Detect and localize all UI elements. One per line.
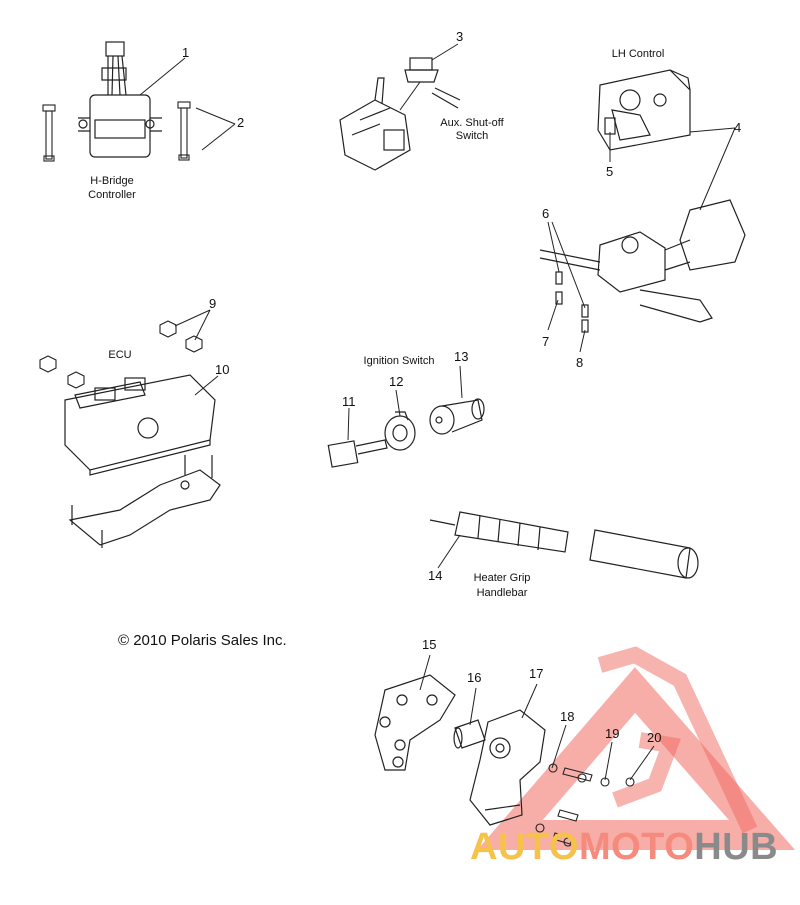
lh-control-housing (597, 69, 691, 151)
callout-20: 20 (647, 730, 662, 745)
shaft-16 (453, 719, 486, 749)
callout-19: 19 (605, 726, 620, 741)
watermark-logo-part3: HUB (694, 826, 779, 868)
ignition-bezel (384, 411, 416, 451)
leaders-11-12-13 (347, 365, 463, 441)
caption-aux-line2: Switch (455, 130, 489, 142)
leader-1 (139, 57, 186, 96)
fasteners-18-19-20 (535, 763, 635, 847)
mounting-plate-15 (374, 674, 456, 771)
callout-17: 17 (529, 666, 544, 681)
housing-17 (469, 709, 546, 826)
callout-15: 15 (422, 637, 437, 652)
watermark-logo-part1: AUTO (470, 826, 579, 868)
watermark-logo-part2: MOTO (578, 826, 695, 868)
heater-grip-element (429, 511, 569, 553)
callout-10: 10 (215, 362, 230, 377)
watermark-inner (597, 646, 758, 834)
nuts-9 (39, 320, 203, 389)
caption-ignition-switch: Ignition Switch (363, 355, 435, 367)
copyright-notice: © 2010 Polaris Sales Inc. (118, 632, 287, 649)
handlebar-control-assembly (539, 199, 746, 333)
callout-6: 6 (542, 206, 550, 221)
callout-14: 14 (428, 568, 443, 583)
caption-heater-line1: Heater Grip (473, 572, 531, 584)
leader-14 (437, 534, 461, 569)
leaders-6-7-8 (547, 221, 586, 353)
screw-left (42, 104, 56, 162)
hbridge-controller (78, 41, 162, 158)
leader-3 (399, 43, 459, 111)
callout-18: 18 (560, 709, 575, 724)
ignition-cylinder (429, 398, 485, 435)
watermark-triangles (477, 667, 796, 850)
caption-ecu: ECU (108, 349, 132, 361)
caption-hbridge-line1: H-Bridge (90, 175, 134, 187)
callout-3: 3 (456, 29, 464, 44)
callout-4: 4 (734, 120, 742, 135)
caption-lh-control: LH Control (611, 48, 665, 60)
caption-aux-line1: Aux. Shut-off (440, 117, 504, 129)
watermark-logo: AUTOMOTOHUB (470, 826, 778, 869)
callout-11: 11 (342, 394, 356, 409)
callout-16: 16 (467, 670, 482, 685)
callout-1: 1 (182, 45, 190, 60)
callout-12: 12 (389, 374, 404, 389)
callout-9: 9 (209, 296, 217, 311)
callout-5: 5 (606, 164, 614, 179)
aux-shutoff-switch (339, 57, 461, 171)
heater-grip-handlebar (589, 529, 699, 579)
ecu-bracket (68, 455, 221, 548)
callout-8: 8 (576, 355, 584, 370)
caption-hbridge-line2: Controller (88, 189, 136, 201)
leaders-15-20 (419, 654, 655, 781)
ecu-module (64, 374, 216, 476)
screw-right (177, 101, 191, 161)
leader-2 (195, 107, 236, 151)
caption-heater-line2: Handlebar (476, 587, 528, 599)
callout-7: 7 (542, 334, 550, 349)
ignition-key (327, 439, 388, 468)
callout-13: 13 (454, 349, 469, 364)
callout-2: 2 (237, 115, 245, 130)
leader-4 (689, 127, 736, 211)
leaders-9-10 (174, 309, 219, 396)
